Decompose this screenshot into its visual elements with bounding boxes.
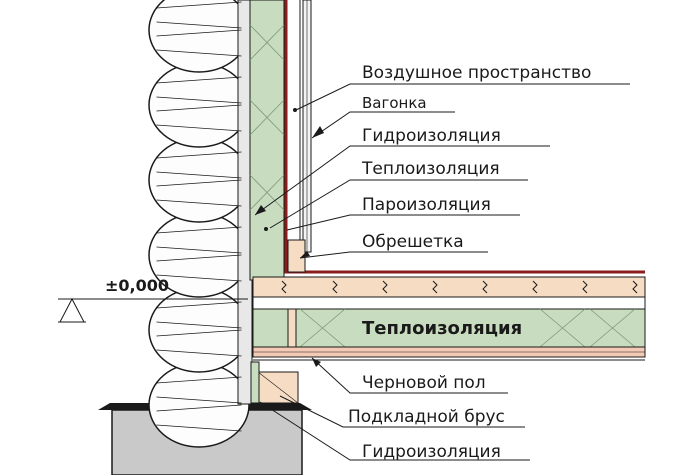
leader-lines	[254, 83, 630, 461]
log-grain-line	[156, 151, 242, 159]
sill-beam	[257, 371, 299, 404]
log-section	[148, 0, 250, 73]
log-grain-line	[156, 274, 242, 282]
label-subfloor: Черновой пол	[362, 373, 486, 393]
log-grain-line	[156, 96, 242, 104]
log-section	[148, 287, 250, 373]
log-grain-line	[156, 49, 242, 57]
label-air-space: Воздушное пространство	[362, 63, 591, 83]
log-section	[148, 362, 250, 448]
log-grain-line	[156, 329, 242, 337]
log-grain-line	[156, 349, 242, 357]
log-grain-line	[156, 199, 242, 207]
corner-waterproofing	[250, 361, 260, 404]
log-section	[148, 137, 250, 223]
wall-insulation	[249, 0, 285, 281]
label-insulation-wall: Теплоизоляция	[361, 159, 500, 179]
log-grain-line	[156, 76, 242, 84]
log-section	[148, 62, 250, 148]
label-battens: Обрешетка	[362, 232, 464, 252]
air-space	[293, 0, 301, 252]
label-insulation-floor: Теплоизоляция	[362, 318, 522, 339]
log-grain-line	[156, 396, 242, 404]
label-waterproofing-bottom: Гидроизоляция	[362, 442, 501, 462]
log-grain-line	[156, 29, 242, 37]
log-grain-line	[156, 104, 242, 112]
floor-boards	[252, 276, 646, 298]
label-lining: Вагонка	[362, 94, 427, 112]
log-grain-line	[156, 124, 242, 132]
leader-arrows	[255, 126, 324, 411]
level-mark-label: ±0,000	[105, 276, 169, 295]
log-grain-line	[156, 179, 242, 187]
log-grain-line	[156, 301, 242, 309]
log-grain-line	[156, 376, 242, 384]
floor-gap	[252, 296, 646, 310]
label-sill-beam: Подкладной брус	[348, 407, 505, 427]
subfloor	[252, 346, 646, 361]
log-grain-line	[156, 424, 242, 432]
log-wall	[148, 0, 253, 448]
label-waterproofing-top: Гидроизоляция	[362, 126, 501, 146]
level-mark	[58, 297, 248, 323]
log-grain-line	[156, 254, 242, 262]
log-grain-line	[156, 1, 242, 9]
wall-lining	[302, 0, 312, 253]
label-vapor-barrier: Пароизоляция	[362, 195, 491, 215]
log-grain-line	[156, 171, 242, 179]
log-grain-line	[156, 246, 242, 254]
log-grain-line	[156, 321, 242, 329]
log-grain-line	[156, 21, 242, 29]
vapor-barrier-line	[284, 0, 645, 274]
log-grain-line	[156, 404, 242, 412]
log-grain-line	[156, 226, 242, 234]
